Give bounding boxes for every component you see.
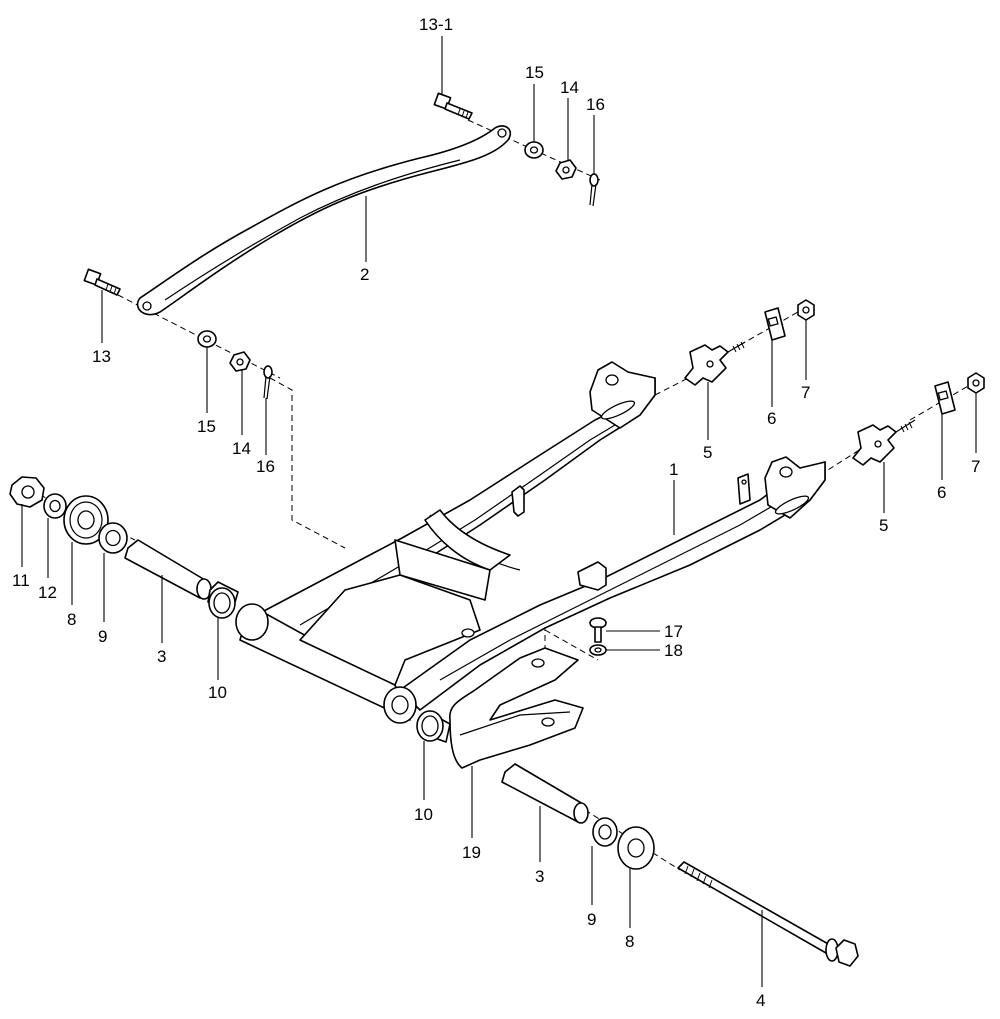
nut-7-upper	[797, 299, 815, 321]
washer-12	[43, 493, 67, 519]
cotter-pin-16-top	[589, 173, 599, 207]
callout-2: 2	[360, 265, 369, 284]
torque-rod-2	[136, 125, 512, 316]
callout-6-lower: 6	[937, 483, 946, 502]
callout-14-top: 14	[560, 78, 579, 97]
callout-18: 18	[664, 641, 683, 660]
washer-15-mid	[197, 330, 217, 348]
bearing-8-left	[63, 495, 109, 545]
callout-10-bottom: 10	[414, 805, 433, 824]
nut-14-mid	[229, 351, 251, 372]
callout-15-top: 15	[525, 63, 544, 82]
cotter-pin-16-mid	[263, 365, 273, 400]
callout-10-left: 10	[208, 683, 227, 702]
callout-14-mid: 14	[232, 439, 251, 458]
callout-13-1: 13-1	[419, 15, 453, 34]
callout-6-upper: 6	[767, 409, 776, 428]
callout-17: 17	[664, 622, 683, 641]
leader-lines	[21, 36, 977, 987]
callout-5-upper: 5	[703, 443, 712, 462]
callout-3-left: 3	[157, 647, 166, 666]
callout-labels: 13-1 15 14 16 2 13 15 14 16 6 7 5 1 6 7 …	[12, 15, 980, 1010]
axle-bolt-4	[677, 861, 859, 967]
washer-15-top	[524, 141, 544, 159]
callout-15-mid: 15	[197, 417, 216, 436]
bolt-13-1	[433, 92, 473, 120]
swingarm-1	[235, 361, 826, 724]
callout-9-bottom: 9	[587, 910, 596, 929]
bearing-10-left	[207, 581, 239, 619]
chain-adjuster-5-upper	[684, 341, 746, 386]
sleeve-3-left	[124, 539, 212, 600]
nut-11	[9, 476, 45, 508]
bolt-13	[83, 268, 121, 296]
callout-13: 13	[92, 347, 111, 366]
callout-1: 1	[669, 460, 678, 479]
bearing-8-bottom	[617, 826, 655, 870]
nut-7-lower	[967, 372, 985, 394]
plate-6-upper	[764, 307, 786, 341]
chain-guide-19	[449, 647, 584, 769]
washer-18	[589, 644, 607, 656]
callout-16-top: 16	[586, 95, 605, 114]
screw-17	[589, 617, 607, 643]
callout-16-mid: 16	[256, 457, 275, 476]
callout-19: 19	[462, 843, 481, 862]
sleeve-3-bottom	[501, 763, 589, 824]
callout-9-left: 9	[98, 627, 107, 646]
washer-9-left	[98, 522, 128, 554]
callout-8-left: 8	[67, 610, 76, 629]
chain-adjuster-5-lower	[852, 419, 916, 466]
callout-11: 11	[12, 571, 30, 590]
plate-6-lower	[934, 381, 956, 415]
callout-8-bottom: 8	[625, 932, 634, 951]
callout-7-lower: 7	[971, 457, 980, 476]
bearing-10-bottom	[416, 710, 451, 743]
callout-3-bottom: 3	[535, 867, 544, 886]
nut-14-top	[555, 159, 577, 180]
callout-12: 12	[38, 583, 57, 602]
callout-4: 4	[756, 991, 765, 1010]
washer-9-bottom	[592, 817, 618, 847]
callout-7-upper: 7	[801, 383, 810, 402]
callout-5-lower: 5	[879, 516, 888, 535]
